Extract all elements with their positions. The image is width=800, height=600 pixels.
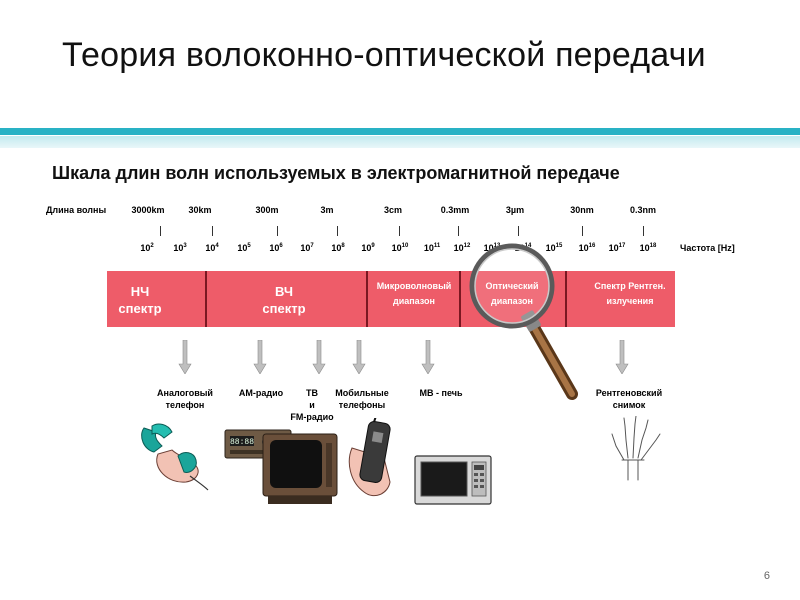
band-separator <box>459 271 461 327</box>
wavelength-label: 30nm <box>570 205 594 215</box>
frequency-label: 1011 <box>423 243 441 253</box>
scale-tick <box>582 226 583 236</box>
telephone-hand-icon <box>141 423 209 491</box>
frequency-label: 1010 <box>391 243 409 253</box>
scale-tick <box>337 226 338 236</box>
scale-tick <box>518 226 519 236</box>
band-xray-label: Спектр Рентген.излучения <box>594 281 666 306</box>
magnifying-glass-icon <box>469 243 578 400</box>
wavelength-label: 0.3mm <box>440 205 470 215</box>
scale-tick <box>212 226 213 236</box>
xray-hand-icon <box>611 416 661 481</box>
frequency-label: 108 <box>331 243 345 253</box>
frequency-label: 105 <box>237 243 251 253</box>
band-optical-label: Оптическийдиапазон <box>485 279 538 309</box>
app-microwave-oven-label: МВ - печь <box>419 388 463 398</box>
diagram-subtitle: Шкала длин волн используемых в электрома… <box>52 163 620 183</box>
frequency-label: 1016 <box>578 243 596 253</box>
wavelength-label: 300m <box>255 205 279 215</box>
down-arrow-icon <box>421 340 435 374</box>
scale-tick <box>160 226 161 236</box>
frequency-label: 1012 <box>453 243 471 253</box>
band-separator <box>205 271 207 327</box>
title-rule-top <box>0 128 800 135</box>
spectrum-band <box>107 271 675 327</box>
slide-title: Теория волоконно-оптической передачи <box>62 36 706 74</box>
scale-tick <box>277 226 278 236</box>
title-rule-bottom <box>0 136 800 148</box>
scale-tick <box>399 226 400 236</box>
scale-tick <box>643 226 644 236</box>
frequency-label: 109 <box>361 243 375 253</box>
frequency-label: 107 <box>300 243 314 253</box>
frequency-label: 106 <box>269 243 283 253</box>
band-separator <box>565 271 567 327</box>
band-separator <box>366 271 368 327</box>
frequency-caption: Частота [Hz] <box>680 243 735 253</box>
down-arrow-icon <box>352 340 366 374</box>
down-arrow-icon <box>178 340 192 374</box>
microwave-oven-icon <box>414 455 492 505</box>
frequency-label: 1015 <box>545 243 563 253</box>
frequency-label: 1017 <box>608 243 626 253</box>
frequency-label: 1018 <box>639 243 657 253</box>
app-am-radio-label: AM-радио <box>238 388 284 398</box>
down-arrow-icon <box>615 340 629 374</box>
frequency-label: 104 <box>205 243 219 253</box>
wavelength-label: 30km <box>188 205 212 215</box>
wavelength-label: 3m <box>320 205 334 215</box>
wavelength-label: 3cm <box>383 205 403 215</box>
scale-tick <box>458 226 459 236</box>
wavelength-label: 3000km <box>131 205 165 215</box>
wavelength-label: 3µm <box>505 205 525 215</box>
down-arrow-icon <box>253 340 267 374</box>
radio-display: 88:88 <box>230 438 254 447</box>
wavelength-caption: Длина волны <box>46 205 107 215</box>
wavelength-label: 0.3nm <box>629 205 657 215</box>
frequency-label: 102 <box>140 243 154 253</box>
frequency-label: 1013 <box>483 243 501 253</box>
down-arrow-icon <box>312 340 326 374</box>
frequency-label: 103 <box>173 243 187 253</box>
mobile-phone-hand-icon <box>348 418 391 497</box>
television-icon <box>262 433 338 504</box>
page-number: 6 <box>763 570 770 582</box>
